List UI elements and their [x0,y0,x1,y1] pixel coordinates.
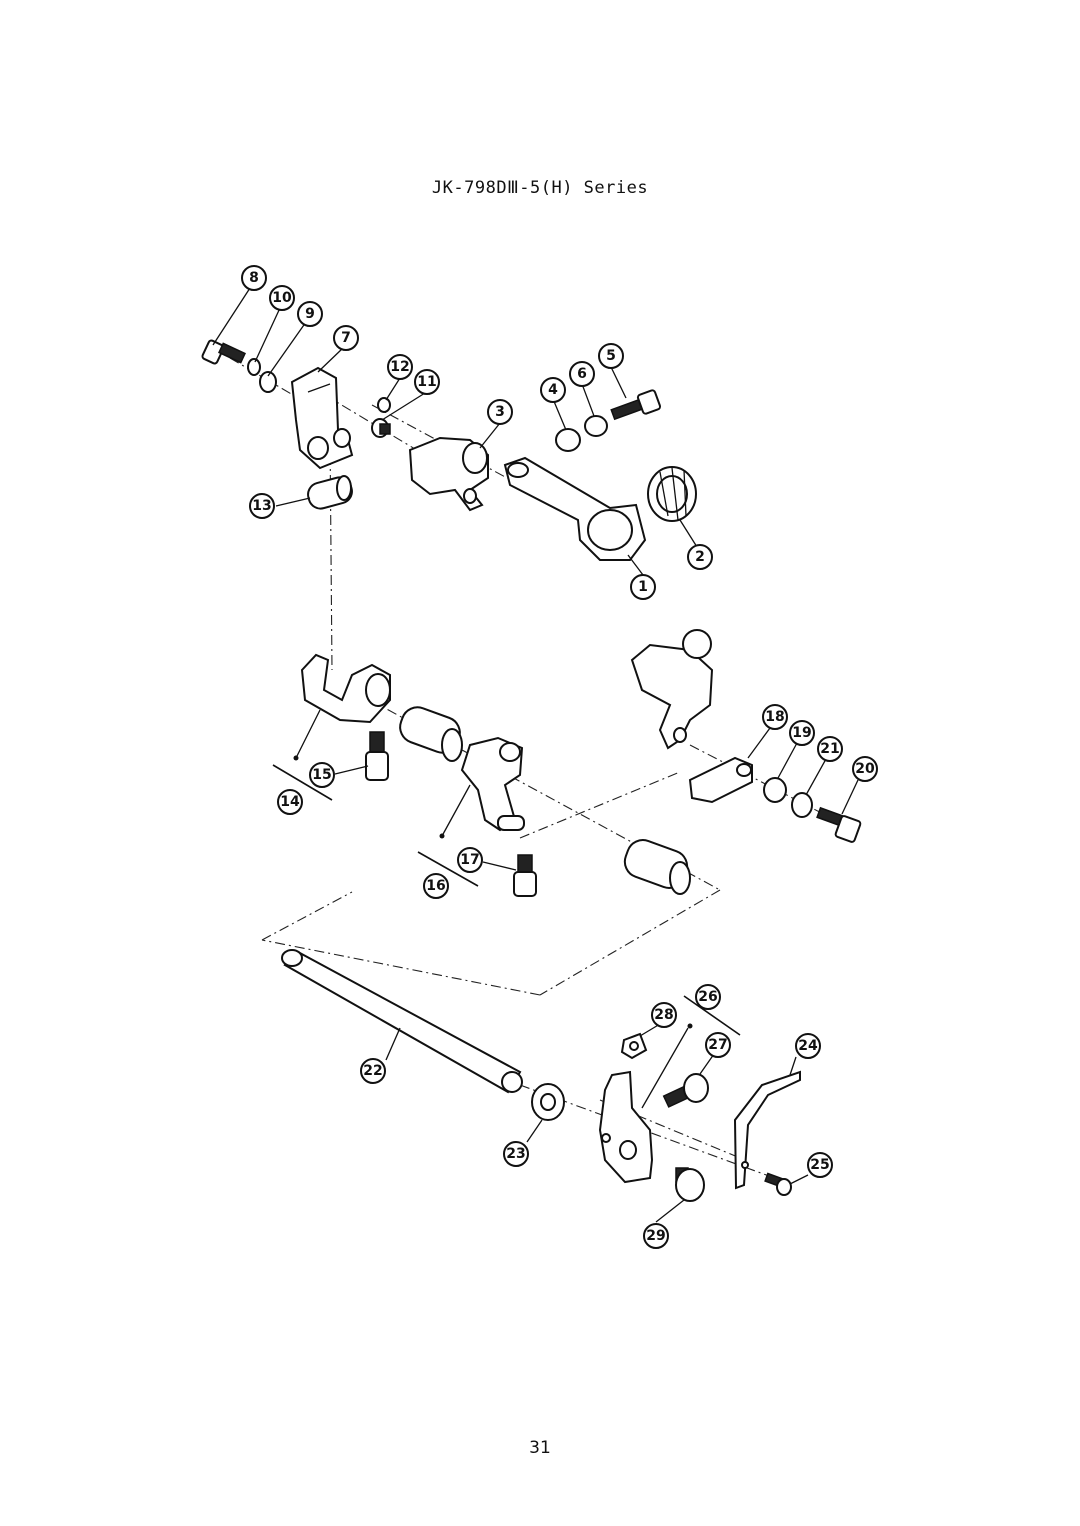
part-28-nut [620,1032,648,1060]
callout-2: 2 [687,544,713,570]
callout-22: 22 [360,1058,386,1084]
part-5-bolt [610,389,662,421]
part-11-collar [371,418,391,438]
callout-7: 7 [333,325,359,351]
callout-19: 19 [789,720,815,746]
svg-text:6: 6 [577,366,587,382]
part-12-ring [377,397,391,413]
callout-20: 20 [852,756,878,782]
svg-text:16: 16 [426,878,445,894]
callout-26: 26 [695,984,721,1010]
svg-text:4: 4 [548,382,558,398]
callout-27: 27 [705,1032,731,1058]
part-19-bush [763,777,787,803]
part-16-crank [460,736,525,832]
svg-text:22: 22 [363,1063,382,1079]
svg-text:11: 11 [417,374,436,390]
callout-11: 11 [414,369,440,395]
svg-text:29: 29 [646,1228,665,1244]
svg-text:20: 20 [855,761,875,777]
callout-15: 15 [309,762,335,788]
svg-text:27: 27 [708,1037,727,1053]
callout-14: 14 [277,789,303,815]
part-7-bracket [290,366,354,470]
svg-text:10: 10 [272,290,292,306]
svg-text:26: 26 [698,989,717,1005]
callout-6: 6 [569,361,595,387]
svg-text:21: 21 [820,741,839,757]
callout-18: 18 [762,704,788,730]
bottom-lever-plate [598,1070,654,1184]
callout-16: 16 [423,873,449,899]
svg-text:3: 3 [495,404,505,420]
callout-3: 3 [487,399,513,425]
right-sleeve [623,839,691,895]
leader-lines [212,287,859,1223]
series-title: JK-798DⅢ-5(H) Series [431,178,649,198]
callout-29: 29 [643,1223,669,1249]
part-1-connecting-rod [503,456,647,561]
callout-1: 1 [630,574,656,600]
upper-right-crank [630,629,714,750]
part-20-bolt [816,806,862,843]
callout-4: 4 [540,377,566,403]
callout-28: 28 [651,1002,677,1028]
svg-text:17: 17 [460,852,479,868]
callout-24: 24 [795,1033,821,1059]
part-4-sleeve [555,428,581,452]
middle-sleeve [399,706,463,762]
part-22-shaft [281,949,523,1094]
group-brackets [272,755,741,1036]
svg-text:14: 14 [280,794,300,810]
part-3-lever [408,436,489,512]
part-15-screw [365,731,389,781]
svg-text:13: 13 [252,498,271,514]
part-drawings [201,339,862,1202]
part-24-strip [733,1070,801,1190]
callout-23: 23 [503,1141,529,1167]
part-9-washer [259,371,277,393]
part-8-screw [201,339,246,365]
callout-10: 10 [269,285,295,311]
part-18-link [688,756,753,804]
part-27-screw [662,1073,709,1108]
callout-9: 9 [297,301,323,327]
callout-13: 13 [249,493,275,519]
part-6-washer [584,415,608,437]
part-17-screw [513,854,537,897]
svg-text:12: 12 [390,359,409,375]
svg-text:8: 8 [249,270,259,286]
svg-text:19: 19 [792,725,811,741]
part-2-needle-bearing [647,466,697,522]
svg-text:5: 5 [606,348,616,364]
callout-17: 17 [457,847,483,873]
svg-text:9: 9 [305,306,315,322]
callout-21: 21 [817,736,843,762]
svg-text:25: 25 [810,1157,829,1173]
callouts: 1 2 3 4 5 6 7 8 9 10 11 12 13 14 15 16 1… [241,265,878,1249]
page-number: 31 [529,1438,551,1458]
part-10-washer [247,358,261,376]
callout-25: 25 [807,1152,833,1178]
callout-8: 8 [241,265,267,291]
svg-text:15: 15 [312,767,331,783]
svg-text:28: 28 [654,1007,673,1023]
svg-text:7: 7 [341,330,351,346]
part-13-sleeve [307,475,353,510]
svg-text:1: 1 [638,579,648,595]
svg-text:23: 23 [506,1146,525,1162]
part-21-washer [791,792,813,818]
callout-5: 5 [598,343,624,369]
svg-text:24: 24 [798,1038,818,1054]
part-29-screw [675,1167,705,1202]
part-14-arm-assembly [300,653,391,724]
svg-text:18: 18 [765,709,784,725]
part-25-screw [764,1172,792,1196]
callout-12: 12 [387,354,413,380]
svg-text:2: 2 [695,549,705,565]
